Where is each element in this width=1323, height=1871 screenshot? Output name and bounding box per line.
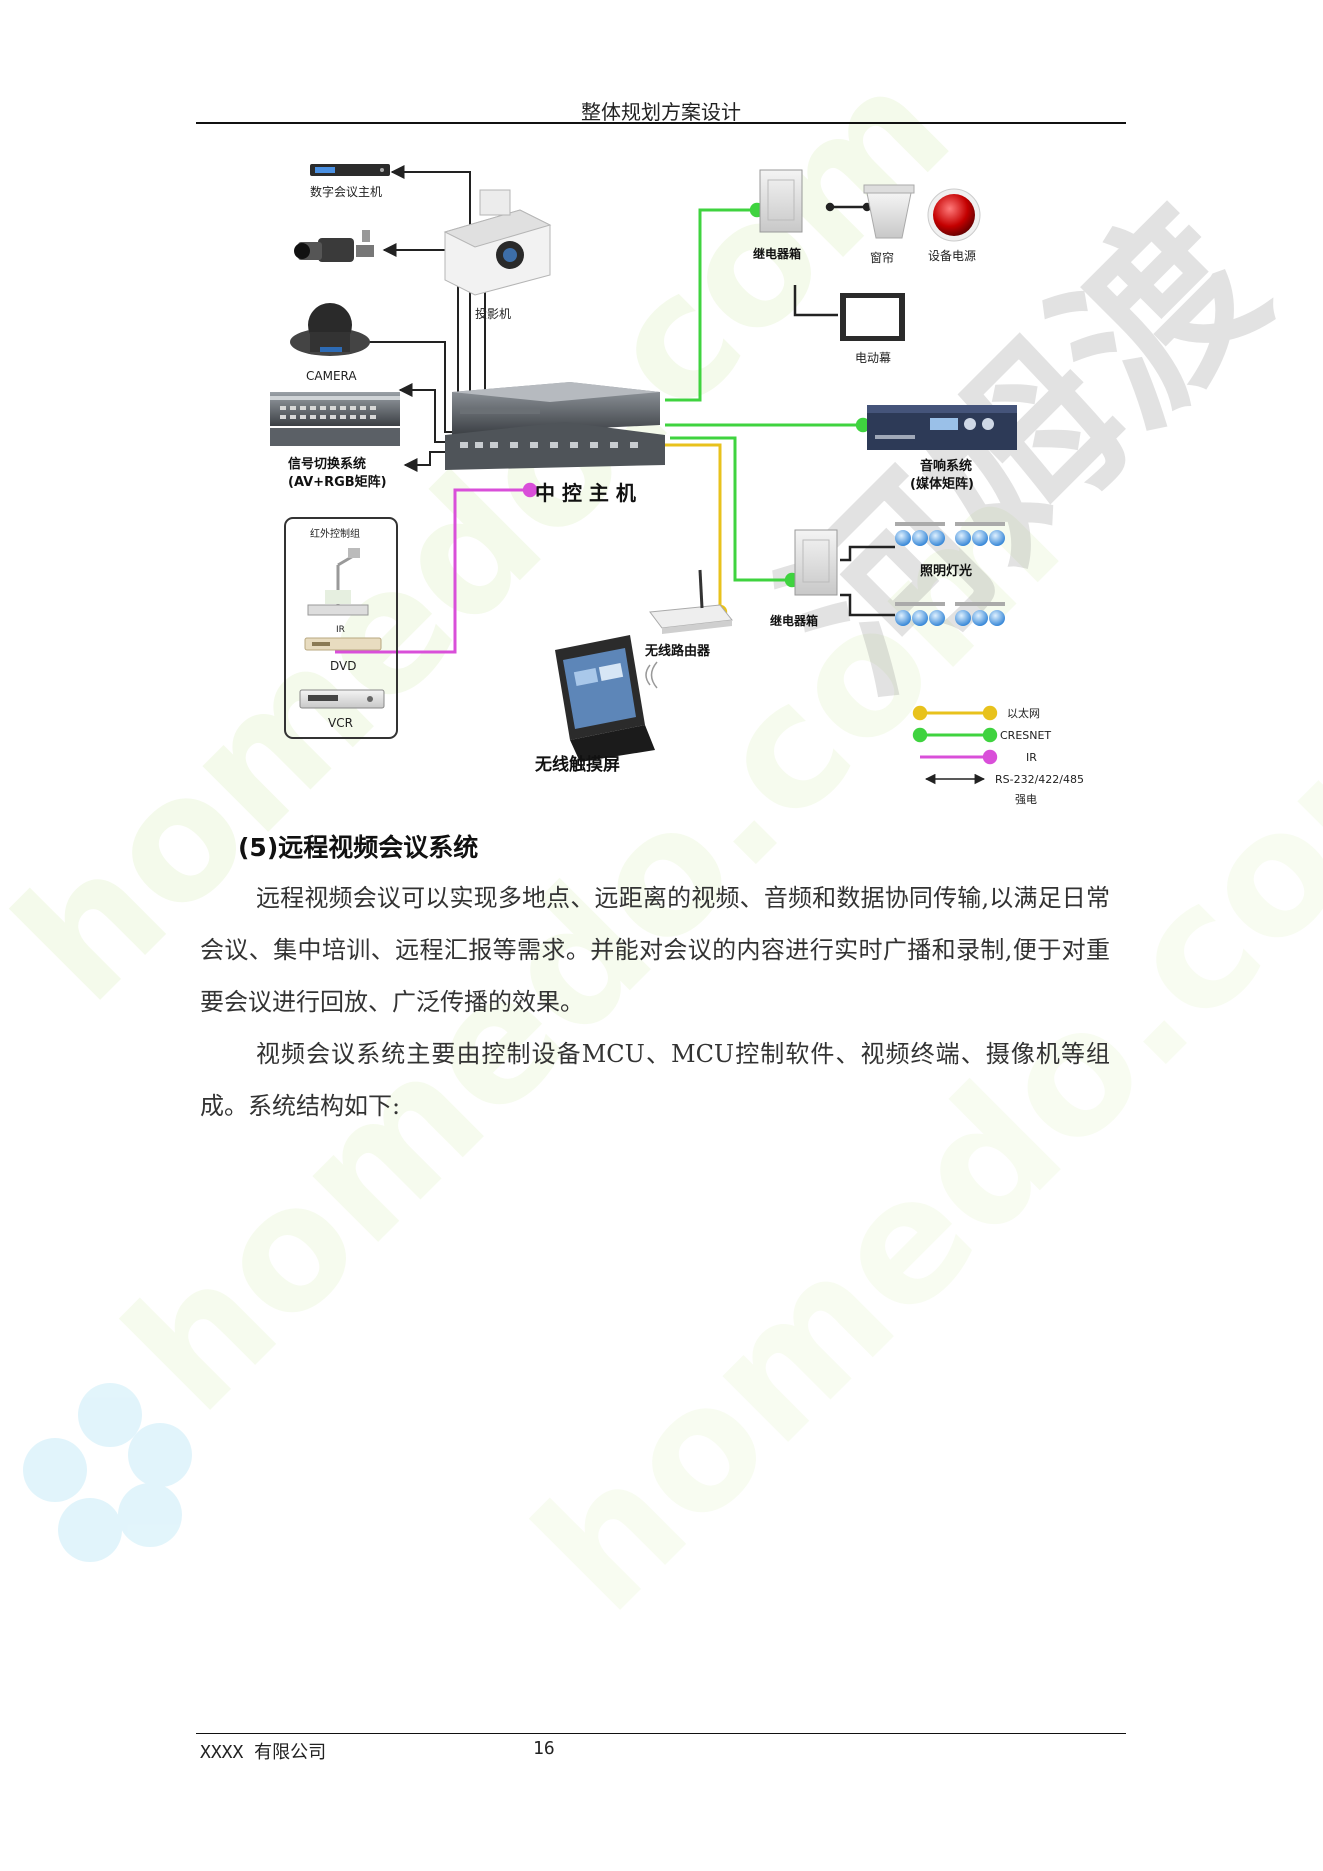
central-host-device (445, 382, 665, 470)
sound-system-device (867, 405, 1017, 450)
ir-label: IR (336, 625, 345, 635)
relay-box-top-device (759, 169, 803, 233)
wireless-router-icon (649, 569, 733, 634)
svg-text:强电: 强电 (1015, 793, 1037, 806)
projector-icon (443, 189, 552, 296)
ir-group-box (284, 517, 398, 739)
projector-label: 投影机 (475, 306, 511, 321)
cresnet-lines (665, 202, 871, 588)
ir-line (335, 482, 538, 654)
digital-conf-host-label: 数字会议主机 (310, 184, 382, 199)
svg-text:RS-232/422/485: RS-232/422/485 (995, 773, 1084, 786)
touch-screen-label: 无线触摸屏 (534, 754, 620, 775)
page-number: 16 (533, 1738, 555, 1759)
legend-item-cresnet: CRESNET (912, 727, 1051, 743)
sound-system-label-1: 音响系统 (920, 458, 972, 474)
wifi-signal-icon (645, 661, 658, 689)
svg-text:CRESNET: CRESNET (1000, 729, 1051, 742)
power-button-icon (927, 188, 981, 242)
paragraph-1: 远程视频会议可以实现多地点、远距离的视频、音频和数据协同传输,以满足日常会议、集… (200, 884, 1110, 1016)
header-divider (196, 122, 1126, 124)
relay-box-bottom-device (794, 529, 838, 596)
watermark-flower-icon (23, 1383, 192, 1562)
dvd-label: DVD (330, 659, 356, 673)
legend-item-rs232: RS-232/422/485 (924, 773, 1084, 786)
legend-item-power: 强电 (1015, 793, 1037, 806)
sound-system-label-2: (媒体矩阵) (910, 476, 974, 492)
paragraph-2: 视频会议系统主要由控制设备MCU、MCU控制软件、视频终端、摄像机等组成。系统结… (200, 1040, 1110, 1120)
section-heading: (5)远程视频会议系统 (238, 833, 479, 862)
digital-conf-host-device (310, 164, 390, 176)
touch-screen-device (555, 635, 655, 762)
diagram-svg: 数字会议主机 CAMERA (270, 164, 1084, 806)
legend-item-ethernet: 以太网 (912, 705, 1040, 721)
dvd-player-icon (304, 637, 382, 651)
relay-box-top-label: 继电器箱 (753, 246, 801, 261)
footer-company: XXXX 有限公司 (200, 1742, 327, 1763)
vcr-label: VCR (328, 716, 353, 730)
document-camera-icon (307, 548, 369, 616)
curtain-label: 窗帘 (870, 250, 894, 265)
lighting-icon (895, 522, 1005, 626)
central-control-diagram: 数字会议主机 CAMERA (270, 150, 1120, 820)
video-camera-icon (294, 230, 374, 262)
legend-item-ir: IR (920, 749, 1037, 765)
lighting-label: 照明灯光 (920, 563, 972, 579)
footer-divider (196, 1733, 1126, 1734)
electric-screen-icon (840, 293, 905, 341)
svg-text:以太网: 以太网 (1007, 707, 1040, 720)
relay-box-bottom-label: 继电器箱 (770, 613, 818, 628)
diagram-legend: 以太网 CRESNET IR RS-232/422/485 强电 (912, 705, 1084, 806)
ir-group-label: 红外控制组 (310, 527, 360, 540)
router-label: 无线路由器 (644, 643, 711, 659)
vcr-icon (299, 689, 385, 709)
signal-switch-label-2: (AV+RGB矩阵) (288, 474, 387, 490)
page-header-title: 整体规划方案设计 (581, 100, 741, 124)
screen-label: 电动幕 (855, 351, 891, 365)
ptz-camera-icon (290, 303, 370, 356)
central-host-label: 中 控 主 机 (535, 481, 636, 505)
svg-text:IR: IR (1026, 751, 1037, 764)
ethernet-line (662, 443, 728, 620)
signal-switch-label-1: 信号切换系统 (288, 456, 366, 472)
curtain-icon (863, 184, 915, 239)
camera-label: CAMERA (306, 369, 357, 383)
device-power-label: 设备电源 (928, 249, 976, 263)
signal-switch-device (270, 392, 400, 446)
